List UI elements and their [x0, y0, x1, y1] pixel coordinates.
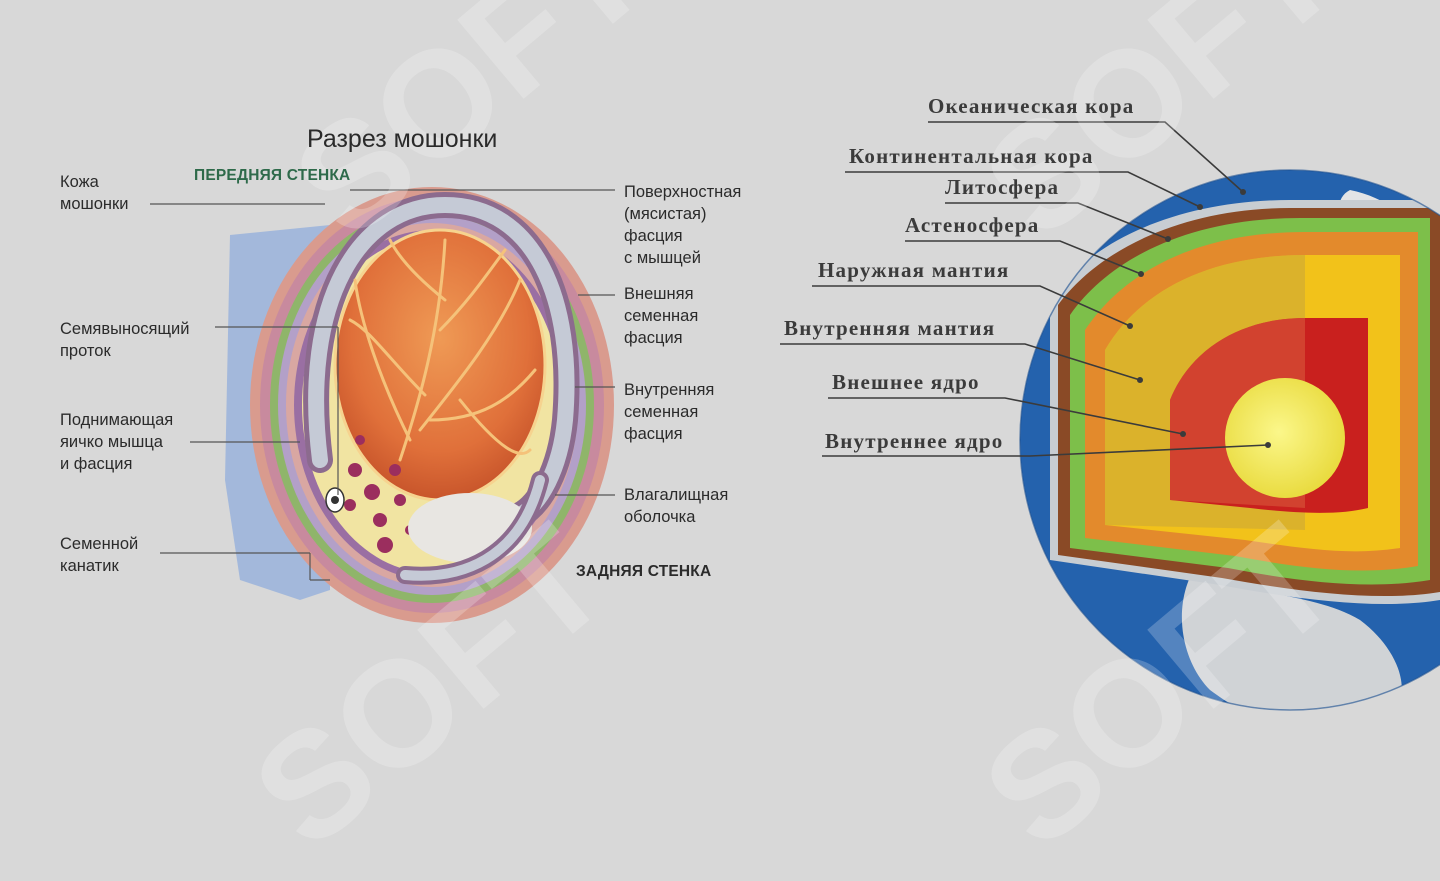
scrotum-leader-lines	[150, 189, 615, 581]
label-cremaster: Поднимающая яичко мышца и фасция	[60, 411, 174, 473]
label-inner-mantle: Внутренняя мантия	[784, 316, 996, 340]
earth-leader-dots	[1127, 189, 1271, 448]
illustrations-svg	[150, 121, 1440, 711]
testis-vessels	[348, 238, 537, 462]
label-asthenosphere: Астеносфера	[905, 213, 1040, 237]
inner-core	[1225, 378, 1345, 498]
front-wall-label: ПЕРЕДНЯЯ СТЕНКА	[194, 167, 351, 184]
label-internal-fascia: Внутренняя семенная фасция	[624, 381, 715, 443]
label-continental-crust: Континентальная кора	[849, 144, 1094, 168]
earth-leader-lines	[780, 121, 1269, 457]
label-vas-deferens: Семявыносящий проток	[60, 320, 190, 360]
earth-illustration	[1020, 170, 1440, 710]
epididymis	[344, 435, 415, 553]
label-outer-core: Внешнее ядро	[832, 370, 980, 394]
testis	[335, 230, 545, 500]
continent	[1181, 560, 1402, 710]
label-skin: Кожа мошонки	[60, 173, 129, 213]
label-superficial-fascia: Поверхностная (мясистая) фасция с мышцей	[624, 183, 742, 267]
scrotum-illustration	[225, 187, 614, 623]
diagram-stage: SOFT SOFT SOFT SOFT Разрез мошонки ПЕРЕД…	[60, 94, 1440, 711]
label-spermatic-cord: Семенной канатик	[60, 535, 139, 575]
label-inner-core: Внутреннее ядро	[825, 429, 1004, 453]
label-oceanic-crust: Океаническая кора	[928, 94, 1135, 118]
label-vaginal-tunic: Влагалищная оболочка	[624, 486, 729, 526]
label-lithosphere: Литосфера	[945, 175, 1060, 199]
label-outer-mantle: Наружная мантия	[818, 258, 1010, 282]
label-external-fascia: Внешняя семенная фасция	[624, 285, 699, 347]
scrotum-title: Разрез мошонки	[307, 125, 498, 153]
back-wall-label: ЗАДНЯЯ СТЕНКА	[576, 563, 712, 580]
